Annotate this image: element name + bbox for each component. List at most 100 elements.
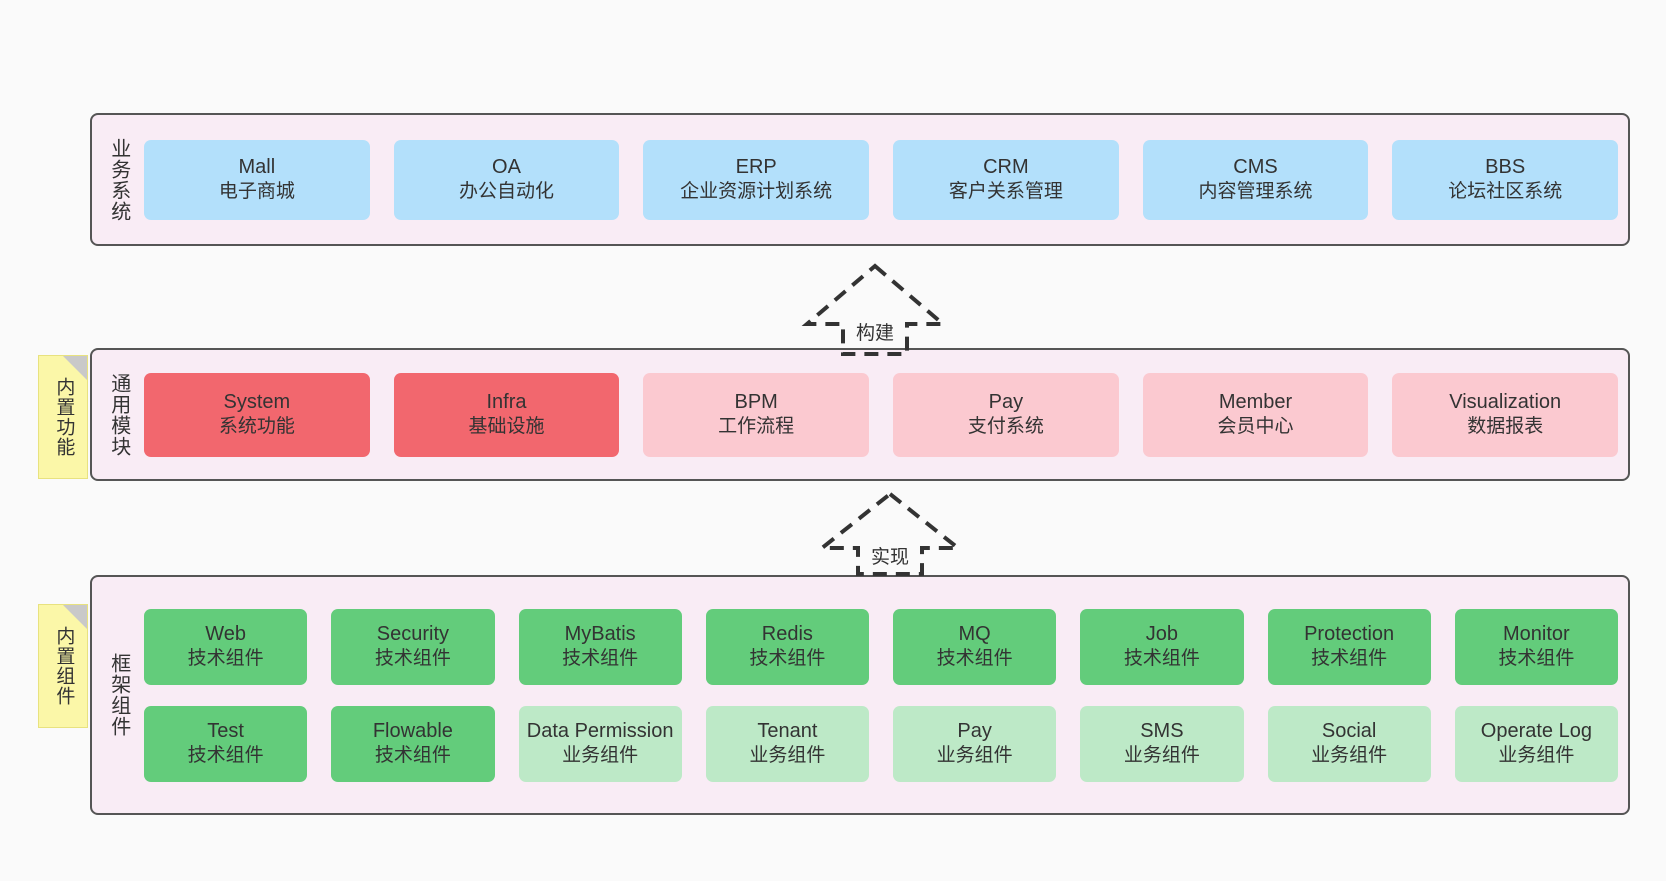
card-pay[interactable]: Pay 支付系统 [893, 372, 1119, 457]
card-subtitle: 技术组件 [1311, 648, 1388, 670]
card-title: Infra [486, 391, 527, 414]
card-subtitle: 会员中心 [1217, 416, 1294, 438]
card-title: BBS [1485, 156, 1526, 179]
card-mq[interactable]: MQ 技术组件 [893, 608, 1057, 685]
card-social[interactable]: Social 业务组件 [1267, 705, 1431, 782]
card-job[interactable]: Job 技术组件 [1080, 608, 1244, 685]
card-data-permission[interactable]: Data Permission 业务组件 [518, 705, 682, 782]
card-protection[interactable]: Protection 技术组件 [1267, 608, 1431, 685]
card-system[interactable]: System 系统功能 [144, 372, 370, 457]
card-bbs[interactable]: BBS 论坛社区系统 [1392, 139, 1619, 220]
card-title: OA [492, 156, 521, 179]
card-pay-component[interactable]: Pay 业务组件 [893, 705, 1057, 782]
card-subtitle: 技术组件 [749, 648, 826, 670]
card-mall[interactable]: Mall 电子商城 [144, 139, 370, 220]
layer-framework-component-body: Web 技术组件 Security 技术组件 MyBatis 技术组件 Redi… [144, 577, 1628, 813]
card-title: Web [205, 623, 246, 646]
card-subtitle: 业务组件 [562, 745, 639, 767]
card-subtitle: 内容管理系统 [1198, 181, 1313, 203]
card-oa[interactable]: OA 办公自动化 [393, 139, 620, 220]
card-title: Pay [957, 720, 992, 743]
card-subtitle: 企业资源计划系统 [680, 181, 833, 203]
card-bpm[interactable]: BPM 工作流程 [643, 372, 870, 457]
card-title: Monitor [1503, 623, 1570, 646]
card-erp[interactable]: ERP 企业资源计划系统 [643, 139, 870, 220]
card-subtitle: 系统功能 [218, 416, 295, 438]
card-infra[interactable]: Infra 基础设施 [393, 372, 620, 457]
card-subtitle: 技术组件 [1498, 648, 1575, 670]
card-title: CMS [1233, 156, 1278, 179]
card-test[interactable]: Test 技术组件 [144, 705, 308, 782]
sticky-note-builtin-components: 内置组件 [38, 604, 88, 728]
card-redis[interactable]: Redis 技术组件 [705, 608, 869, 685]
card-title: MyBatis [564, 623, 636, 646]
card-title: Pay [988, 391, 1024, 414]
card-title: Test [207, 720, 244, 743]
card-flowable[interactable]: Flowable 技术组件 [331, 705, 495, 782]
sticky-note-builtin-features: 内置功能 [38, 355, 88, 479]
layer-common-module-label: 通用模块 [107, 372, 130, 457]
card-title: Mall [238, 156, 276, 179]
card-subtitle: 业务组件 [1311, 745, 1388, 767]
card-subtitle: 技术组件 [374, 648, 451, 670]
implement-arrow-icon [816, 491, 964, 576]
card-subtitle: 技术组件 [187, 648, 264, 670]
card-subtitle: 业务组件 [749, 745, 826, 767]
card-subtitle: 技术组件 [562, 648, 639, 670]
card-subtitle: 技术组件 [1123, 648, 1200, 670]
layer-framework-component: 框架组件 Web 技术组件 Security 技术组件 MyBatis 技术组件… [90, 575, 1630, 815]
card-row: System 系统功能 Infra 基础设施 BPM 工作流程 Pay 支付系统… [144, 372, 1619, 457]
card-subtitle: 业务组件 [1123, 745, 1200, 767]
card-mybatis[interactable]: MyBatis 技术组件 [518, 608, 682, 685]
card-crm[interactable]: CRM 客户关系管理 [893, 139, 1119, 220]
card-subtitle: 技术组件 [187, 745, 264, 767]
card-subtitle: 基础设施 [468, 416, 545, 438]
card-subtitle: 论坛社区系统 [1448, 181, 1563, 203]
layer-business-system-body: Mall 电子商城 OA 办公自动化 ERP 企业资源计划系统 CRM 客户关系… [144, 115, 1628, 244]
sticky-note-label: 内置功能 [53, 377, 75, 457]
card-cms[interactable]: CMS 内容管理系统 [1142, 139, 1369, 220]
card-subtitle: 业务组件 [936, 745, 1013, 767]
card-title: CRM [983, 156, 1029, 179]
card-title: BPM [734, 391, 778, 414]
card-title: SMS [1140, 720, 1184, 743]
card-subtitle: 技术组件 [374, 745, 451, 767]
card-subtitle: 数据报表 [1467, 416, 1544, 438]
card-tenant[interactable]: Tenant 业务组件 [705, 705, 869, 782]
card-subtitle: 客户关系管理 [948, 181, 1063, 203]
card-title: Visualization [1449, 391, 1562, 414]
card-subtitle: 技术组件 [936, 648, 1013, 670]
layer-business-system: 业务系统 Mall 电子商城 OA 办公自动化 ERP 企业资源计划系统 CRM… [90, 113, 1630, 246]
layer-common-module-body: System 系统功能 Infra 基础设施 BPM 工作流程 Pay 支付系统… [144, 350, 1628, 479]
card-title: Tenant [757, 720, 818, 743]
card-member[interactable]: Member 会员中心 [1142, 372, 1369, 457]
card-row: Web 技术组件 Security 技术组件 MyBatis 技术组件 Redi… [144, 608, 1618, 685]
card-title: Protection [1304, 623, 1395, 646]
card-subtitle: 电子商城 [218, 181, 295, 203]
card-title: Job [1145, 623, 1178, 646]
card-subtitle: 工作流程 [718, 416, 795, 438]
card-title: ERP [735, 156, 777, 179]
build-arrow-icon [801, 263, 949, 356]
card-sms[interactable]: SMS 业务组件 [1080, 705, 1244, 782]
card-operate-log[interactable]: Operate Log 业务组件 [1454, 705, 1618, 782]
sticky-note-label: 内置组件 [53, 626, 75, 706]
layer-framework-component-label: 框架组件 [107, 653, 130, 737]
connector-implement: 实现 [815, 490, 965, 578]
layer-business-system-label: 业务系统 [107, 137, 130, 222]
card-title: System [223, 391, 291, 414]
card-subtitle: 支付系统 [967, 416, 1044, 438]
sticky-fold-icon [63, 356, 87, 380]
card-title: Flowable [372, 720, 453, 743]
card-subtitle: 办公自动化 [459, 181, 555, 203]
connector-build: 构建 [800, 262, 950, 358]
card-title: Data Permission [526, 720, 674, 743]
card-security[interactable]: Security 技术组件 [331, 608, 495, 685]
card-visualization[interactable]: Visualization 数据报表 [1392, 372, 1619, 457]
card-subtitle: 业务组件 [1498, 745, 1575, 767]
card-row: Test 技术组件 Flowable 技术组件 Data Permission … [144, 705, 1618, 782]
card-monitor[interactable]: Monitor 技术组件 [1454, 608, 1618, 685]
card-web[interactable]: Web 技术组件 [144, 608, 308, 685]
layer-common-module: 通用模块 System 系统功能 Infra 基础设施 BPM 工作流程 Pay… [90, 348, 1630, 481]
